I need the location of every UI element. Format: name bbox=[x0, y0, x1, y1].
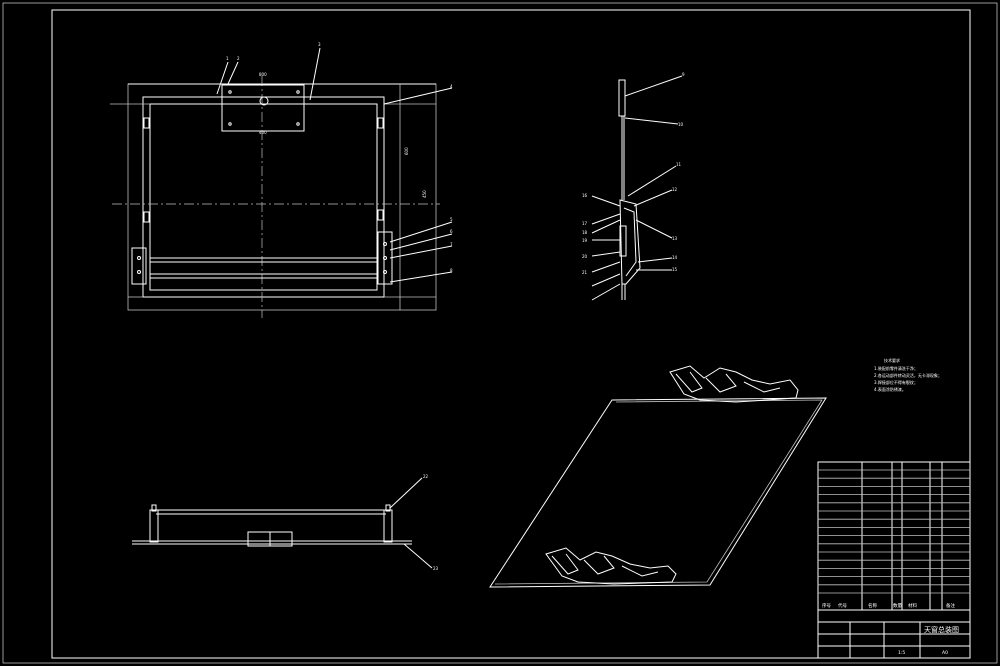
note-line: 2.各运动部件转动灵活，无卡滞现象； bbox=[874, 372, 942, 378]
callout-23: 23 bbox=[433, 566, 439, 571]
parts-header-remark: 备注 bbox=[946, 602, 955, 609]
isometric-view bbox=[489, 365, 827, 588]
callout-20: 20 bbox=[582, 254, 588, 259]
callout-6: 6 bbox=[450, 229, 453, 234]
callout-3: 3 bbox=[318, 42, 321, 47]
side-view bbox=[591, 75, 683, 301]
parts-header-qty: 数量 bbox=[893, 602, 902, 609]
callout-14: 14 bbox=[672, 255, 678, 260]
callout-16: 16 bbox=[582, 193, 588, 198]
inner-frame bbox=[51, 9, 971, 659]
dim-overall: 450 bbox=[422, 190, 427, 198]
technical-notes: 技术要求 1.装配前零件清洗干净； 2.各运动部件转动灵活，无卡滞现象； 3.焊… bbox=[874, 357, 942, 392]
front-view bbox=[110, 47, 453, 318]
callout-13: 13 bbox=[672, 236, 678, 241]
callout-18: 18 bbox=[582, 230, 588, 235]
callout-11: 11 bbox=[676, 162, 682, 167]
parts-header-name: 名称 bbox=[868, 602, 877, 609]
callout-19: 19 bbox=[582, 238, 588, 243]
note-line: 3.焊接部位不得有裂纹； bbox=[874, 379, 918, 385]
title-block: 序号 代号 名称 数量 材料 备注 天窗总装图 A0 1:5 bbox=[817, 461, 971, 659]
dim-height: 600 bbox=[404, 147, 409, 155]
callout-22: 22 bbox=[423, 474, 429, 479]
callout-4: 4 bbox=[450, 84, 453, 89]
callout-12: 12 bbox=[672, 187, 678, 192]
callout-1: 1 bbox=[226, 56, 229, 61]
section-view-callouts: 22 23 bbox=[423, 474, 439, 571]
front-view-dimensions: 800 400 600 450 bbox=[259, 72, 427, 198]
parts-header-material: 材料 bbox=[908, 602, 917, 609]
section-view bbox=[132, 477, 433, 569]
callout-17: 17 bbox=[582, 221, 588, 226]
parts-header-no: 序号 bbox=[822, 602, 831, 609]
notes-title: 技术要求 bbox=[884, 357, 900, 363]
drawing-scale: 1:5 bbox=[898, 650, 905, 656]
callout-5: 5 bbox=[450, 217, 453, 222]
parts-header-code: 代号 bbox=[838, 602, 847, 609]
sheet-size: A0 bbox=[942, 650, 948, 656]
callout-7: 7 bbox=[450, 242, 453, 247]
side-view-callouts: 9 10 11 12 13 14 15 16 17 18 19 20 21 bbox=[582, 72, 685, 275]
dim-plate: 400 bbox=[259, 130, 267, 135]
callout-9: 9 bbox=[682, 72, 685, 77]
callout-8: 8 bbox=[450, 268, 453, 273]
front-view-callouts: 1 2 3 4 5 6 7 8 bbox=[226, 42, 453, 273]
callout-10: 10 bbox=[678, 122, 684, 127]
dim-width: 800 bbox=[259, 72, 267, 77]
callout-15: 15 bbox=[672, 267, 678, 272]
note-line: 4.表面涂防锈漆。 bbox=[874, 386, 906, 392]
note-line: 1.装配前零件清洗干净； bbox=[874, 365, 918, 371]
parts-list-rows bbox=[818, 469, 970, 594]
drawing-title: 天窗总装图 bbox=[924, 625, 959, 634]
callout-21: 21 bbox=[582, 270, 588, 275]
callout-2: 2 bbox=[237, 56, 240, 61]
